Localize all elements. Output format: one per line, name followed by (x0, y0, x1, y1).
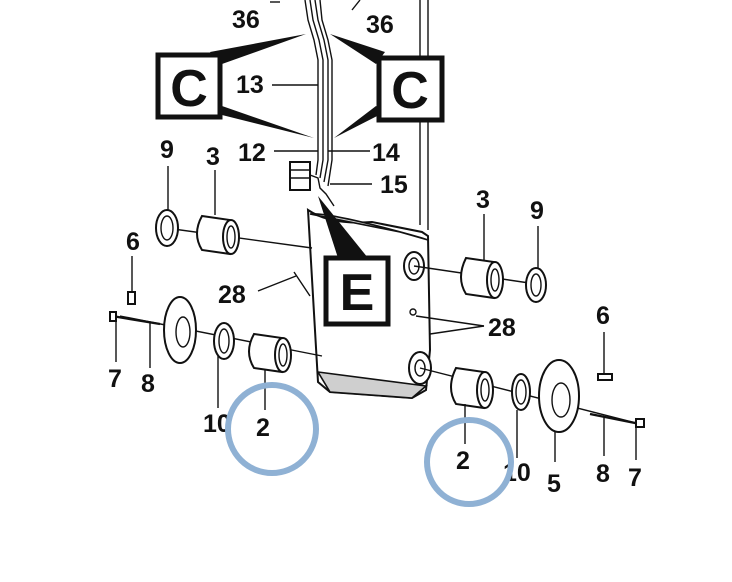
detail-c-box-left (155, 52, 223, 120)
flange-plate-right-hole (551, 382, 571, 418)
callout-wedge-e (318, 196, 368, 258)
label-36-right: 36 (366, 11, 394, 39)
lever-upper-hole-inner (408, 257, 420, 275)
bushing-2-right-end-inner (480, 378, 490, 402)
bushing-2-left-end (274, 337, 292, 373)
ring-10-right-inner (515, 379, 527, 405)
ring-10-left-inner (218, 328, 230, 354)
connector (289, 161, 311, 191)
ring-10-left (213, 322, 235, 360)
lever-bottom-shading (316, 370, 428, 399)
label-6-right: 6 (596, 302, 610, 330)
bolt-7-right-head (635, 418, 645, 428)
label-5: 5 (547, 470, 561, 498)
pin-6-left (127, 291, 136, 305)
label-28-left: 28 (218, 281, 246, 309)
lever-lower-hole-inner (414, 359, 426, 377)
bushing-3-left-end (222, 219, 240, 255)
detail-c-box-right (376, 55, 445, 123)
detail-c-label-right: C (391, 62, 429, 120)
cable-bundle (319, 0, 333, 187)
detail-c-label-left: C (170, 60, 208, 118)
bolt-7-left-head (109, 311, 117, 322)
label-28-right: 28 (488, 314, 516, 342)
label-12: 12 (238, 139, 266, 167)
cable-bundle (314, 0, 329, 183)
label-13: 13 (236, 71, 264, 99)
leader-28b-2 (429, 325, 485, 335)
label-2-right: 2 (456, 447, 470, 475)
detail-e-label: E (340, 264, 375, 322)
callout-wedge-right (330, 34, 385, 64)
label-7-right: 7 (628, 464, 642, 492)
detail-e-box (323, 255, 391, 327)
label-8-right: 8 (596, 460, 610, 488)
ring-10-right (511, 373, 531, 411)
label-15: 15 (380, 171, 408, 199)
lever-small-hole (409, 308, 417, 316)
label-3-right: 3 (476, 186, 490, 214)
bushing-3-right-end-inner (490, 268, 500, 292)
pin-6-right (597, 373, 613, 381)
bushing-2-right-end (476, 371, 494, 409)
bolt-7-right (589, 412, 641, 426)
seal-9-right-inner (530, 273, 542, 297)
label-14: 14 (372, 139, 400, 167)
label-36-left: 36 (232, 6, 260, 34)
bushing-3-left-end-inner (226, 225, 236, 249)
cable-bundle (304, 0, 319, 176)
label-3-left: 3 (206, 143, 220, 171)
bushing-3-right-end (486, 261, 504, 299)
leader-28a-part (293, 271, 311, 297)
cable-bundle (351, 0, 361, 11)
seal-9-left (155, 209, 179, 247)
seal-9-right (525, 267, 547, 303)
callout-wedge-left (210, 106, 314, 138)
callout-wedge-left (210, 34, 306, 64)
label-9-right: 9 (530, 197, 544, 225)
flange-plate-right (538, 359, 580, 433)
label-9-left: 9 (160, 136, 174, 164)
highlight-circle-left (225, 382, 319, 476)
flange-plate-left (163, 296, 197, 364)
label-6-left: 6 (126, 228, 140, 256)
bolt-7-left (111, 314, 161, 326)
callout-wedge-right (334, 106, 385, 138)
label-2-left: 2 (256, 414, 270, 442)
highlight-circle-right (424, 417, 514, 507)
seal-9-left-inner (160, 215, 174, 241)
leader-28a (257, 275, 297, 292)
connector-wire (309, 174, 335, 207)
leader-28b-1 (415, 315, 485, 327)
label-7-left: 7 (108, 365, 122, 393)
bushing-2-left-end-inner (278, 343, 288, 367)
cable-bundle (309, 0, 324, 179)
label-8-left: 8 (141, 370, 155, 398)
flange-plate-left-hole (175, 316, 191, 348)
